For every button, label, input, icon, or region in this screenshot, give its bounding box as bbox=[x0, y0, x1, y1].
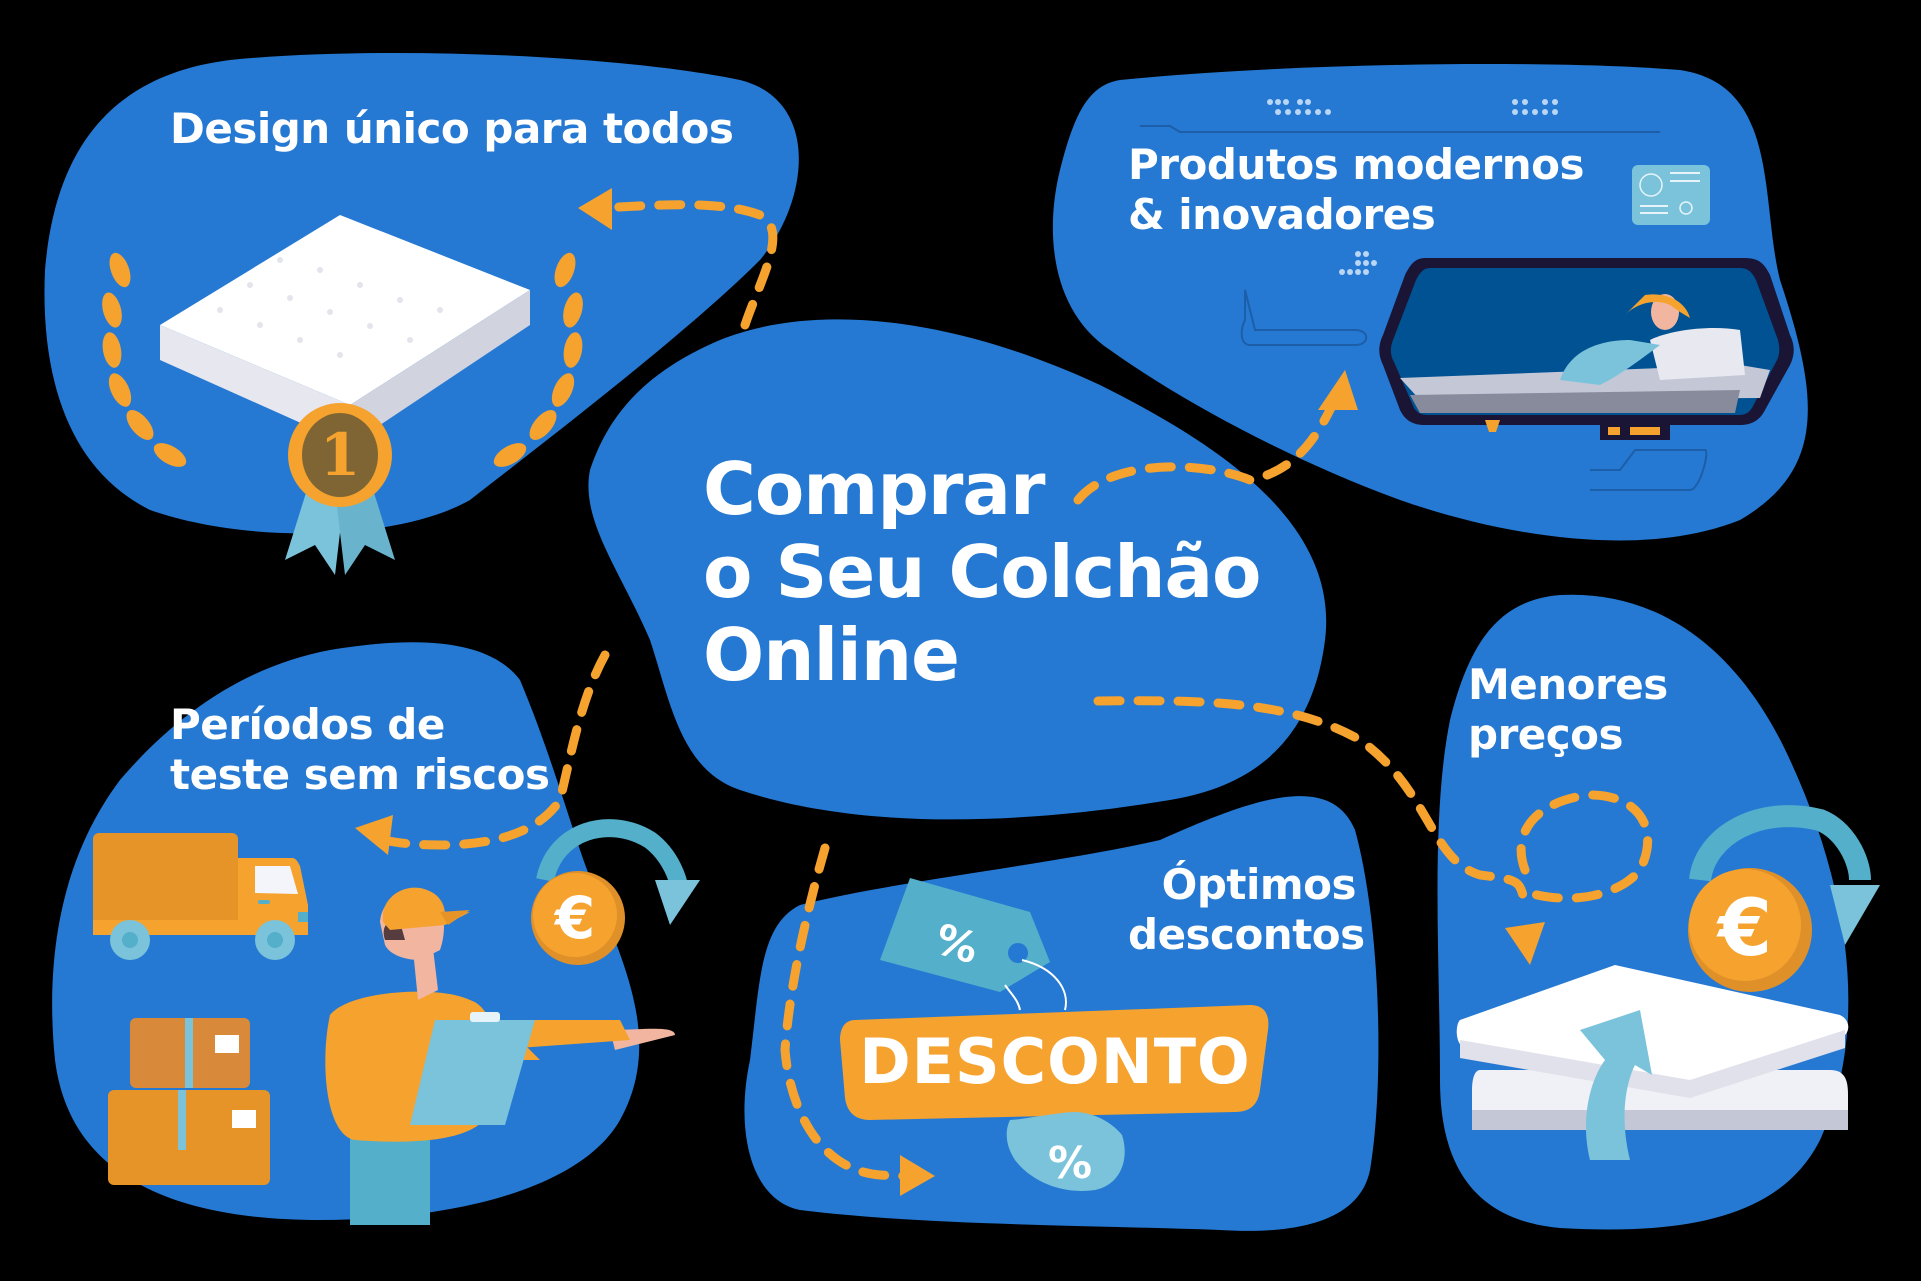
benefit-label-trial: Períodos de teste sem riscos bbox=[170, 700, 550, 799]
benefit-label-prices: Menores preços bbox=[1468, 660, 1668, 759]
svg-text:€: € bbox=[1716, 884, 1772, 974]
connector-center-to-modern bbox=[1073, 395, 1340, 505]
smart-car-bed-icon bbox=[1140, 99, 1794, 491]
stacked-mattresses-icon bbox=[1456, 965, 1849, 1160]
svg-text:€: € bbox=[553, 884, 595, 952]
svg-text:%: % bbox=[1048, 1138, 1092, 1189]
discount-tag-icon: % % bbox=[840, 878, 1269, 1191]
boxes-icon bbox=[108, 1018, 270, 1185]
connector-center-to-design bbox=[595, 200, 778, 330]
arrowhead-discounts bbox=[900, 1155, 935, 1196]
arrowhead-trial bbox=[355, 815, 393, 855]
connector-prices-loop bbox=[1515, 790, 1653, 903]
benefit-label-design: Design único para todos bbox=[170, 104, 734, 153]
page-title: Comprar o Seu Colchão Online bbox=[703, 447, 1262, 697]
euro-coin-left-icon: € bbox=[531, 819, 700, 965]
blob-center bbox=[588, 319, 1327, 820]
mattress-award-icon: 1 bbox=[102, 215, 583, 575]
connector-center-to-discounts bbox=[780, 843, 920, 1181]
connector-center-to-prices bbox=[1093, 696, 1530, 910]
arrowhead-modern bbox=[1318, 370, 1358, 410]
delivery-truck-icon bbox=[93, 833, 308, 960]
arrowhead-design bbox=[578, 188, 612, 230]
euro-coin-right-icon: € bbox=[1688, 805, 1880, 992]
benefit-label-modern: Produtos modernos & inovadores bbox=[1128, 140, 1585, 239]
benefit-label-discounts: Óptimos descontos bbox=[1128, 860, 1365, 959]
delivery-person-icon bbox=[325, 887, 675, 1225]
discount-badge-label: DESCONTO bbox=[859, 1025, 1251, 1098]
svg-text:1: 1 bbox=[320, 421, 360, 489]
arrowhead-prices bbox=[1505, 922, 1545, 965]
